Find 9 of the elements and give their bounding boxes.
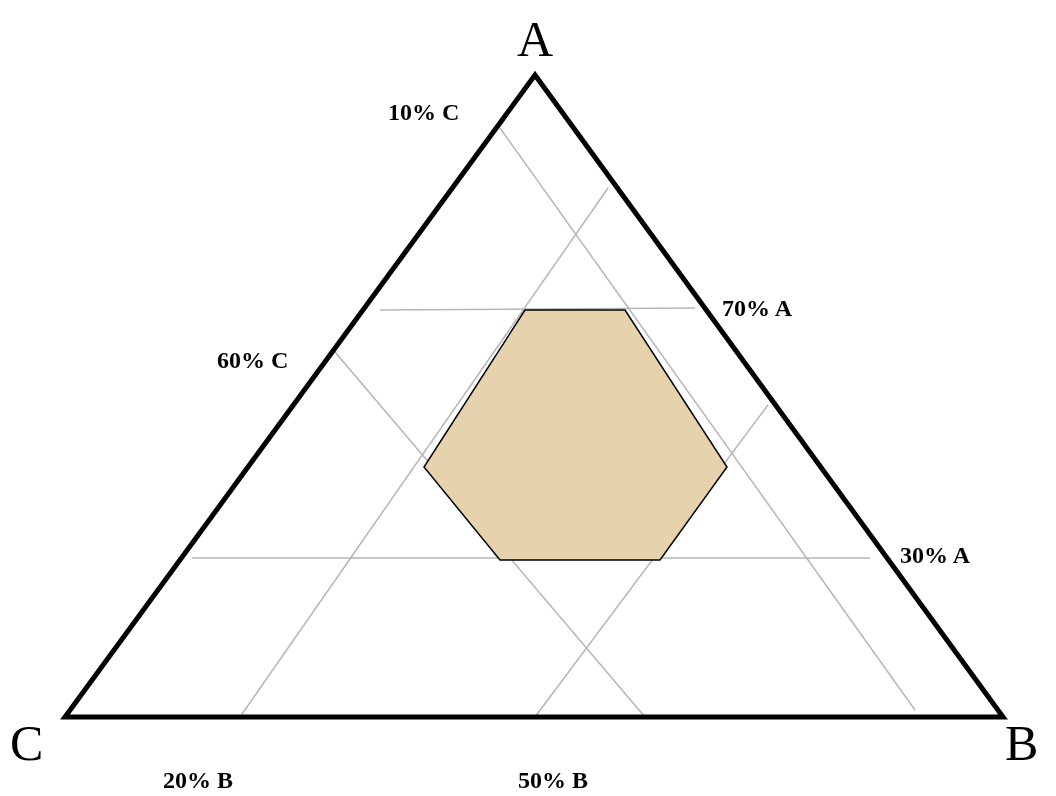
vertex-label: A bbox=[517, 14, 554, 64]
axis-tick-label: 50% B bbox=[518, 768, 588, 792]
vertex-label: B bbox=[1005, 718, 1039, 768]
axis-tick-label: 70% A bbox=[722, 296, 792, 320]
axis-tick-label: 60% C bbox=[217, 348, 289, 372]
axis-tick-label: 30% A bbox=[900, 543, 970, 567]
axis-tick-label: 20% B bbox=[163, 768, 233, 792]
vertex-label: C bbox=[10, 718, 44, 768]
axis-tick-label: 10% C bbox=[388, 100, 460, 124]
